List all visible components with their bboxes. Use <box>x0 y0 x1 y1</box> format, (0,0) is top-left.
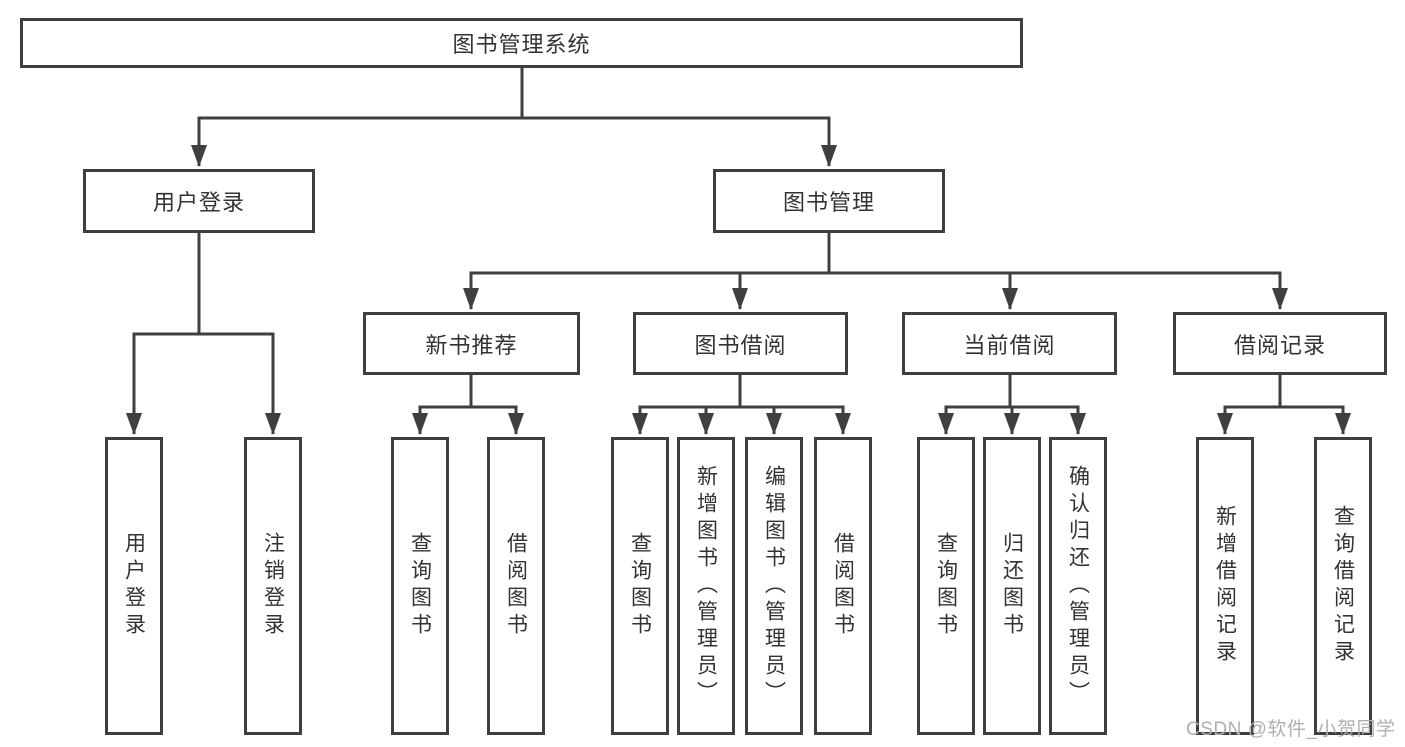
node-user-login: 用户登录 <box>83 169 315 233</box>
leaf-borrow-books: 借阅图书 <box>814 437 872 735</box>
leaf-edit-books-admin: 编辑图书（管理员） <box>745 437 803 735</box>
node-root-label: 图书管理系统 <box>452 32 591 57</box>
leaf-add-books-admin: 新增图书（管理员） <box>677 437 735 735</box>
watermark: CSDN @软件_小贺同学 <box>1186 719 1396 740</box>
node-borrow-record: 借阅记录 <box>1173 312 1387 375</box>
leaf-logout-label: 注销登录 <box>261 532 285 640</box>
leaf-add-books-admin-label: 新增图书（管理员） <box>694 464 718 708</box>
node-user-login-label: 用户登录 <box>152 190 245 215</box>
node-root: 图书管理系统 <box>20 18 1023 68</box>
leaf-query-books-current: 查询图书 <box>917 437 975 735</box>
leaf-query-borrow-record: 查询借阅记录 <box>1314 437 1372 735</box>
leaf-edit-books-admin-label: 编辑图书（管理员） <box>762 464 786 708</box>
leaf-query-books-current-label: 查询图书 <box>934 532 958 640</box>
node-current-borrow-label: 当前借阅 <box>963 332 1056 358</box>
leaf-borrow-books-recommend-label: 借阅图书 <box>504 532 528 640</box>
leaf-logout: 注销登录 <box>244 437 302 735</box>
node-book-management: 图书管理 <box>713 169 945 233</box>
leaf-query-books-borrow: 查询图书 <box>611 437 669 735</box>
leaf-borrow-books-label: 借阅图书 <box>831 532 855 640</box>
node-book-borrow-label: 图书借阅 <box>694 332 787 358</box>
leaf-user-login: 用户登录 <box>105 437 163 735</box>
leaf-confirm-return-admin-label: 确认归还（管理员） <box>1066 464 1090 708</box>
leaf-add-borrow-record-label: 新增借阅记录 <box>1213 505 1237 667</box>
leaf-user-login-label: 用户登录 <box>122 532 146 640</box>
node-borrow-record-label: 借阅记录 <box>1233 332 1326 358</box>
leaf-borrow-books-recommend: 借阅图书 <box>487 437 545 735</box>
node-current-borrow: 当前借阅 <box>902 312 1117 375</box>
node-book-management-label: 图书管理 <box>782 190 875 215</box>
leaf-query-books-recommend-label: 查询图书 <box>408 532 432 640</box>
leaf-return-books-label: 归还图书 <box>1000 532 1024 640</box>
leaf-confirm-return-admin: 确认归还（管理员） <box>1049 437 1107 735</box>
node-new-book-recommend: 新书推荐 <box>363 312 580 375</box>
node-new-book-recommend-label: 新书推荐 <box>425 332 518 358</box>
leaf-add-borrow-record: 新增借阅记录 <box>1196 437 1254 735</box>
leaf-query-borrow-record-label: 查询借阅记录 <box>1331 505 1355 667</box>
node-book-borrow: 图书借阅 <box>633 312 848 375</box>
leaf-query-books-borrow-label: 查询图书 <box>628 532 652 640</box>
leaf-return-books: 归还图书 <box>983 437 1041 735</box>
leaf-query-books-recommend: 查询图书 <box>391 437 449 735</box>
